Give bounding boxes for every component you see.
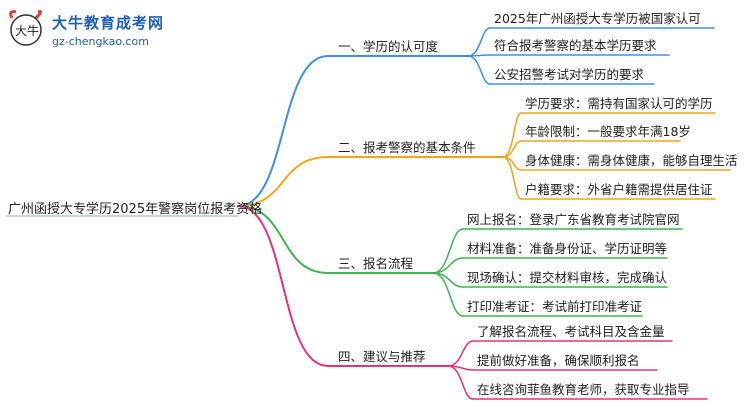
child-connector [432, 272, 464, 317]
child-item: 材料准备：准备身份证、学历证明等 [467, 241, 668, 256]
child-connector [432, 257, 464, 274]
child-connector [467, 55, 491, 85]
bull-logo-icon: 大牛 [9, 10, 43, 46]
child-item: 打印准考证：考试前打印准考证 [467, 299, 643, 314]
child-item: 网上报名：登录广东省教育考试院官网 [467, 212, 680, 227]
child-item: 户籍要求：外省户籍需提供居住证 [525, 182, 713, 197]
child-connector [502, 112, 522, 158]
child-item: 公安招警考试对学历的要求 [494, 67, 645, 82]
child-item: 符合报考警察的基本学历要求 [494, 38, 657, 53]
logo-title: 大牛教育成考网 [52, 14, 165, 32]
child-connector [447, 365, 474, 400]
child-item: 年龄限制：一般要求年满18岁 [525, 124, 691, 139]
branch-label: 一、学历的认可度 [338, 39, 439, 54]
child-item: 在线咨询菲鱼教育老师，获取专业指导 [477, 382, 690, 397]
child-connector [502, 156, 522, 200]
root-topic: 广州函授大专学历2025年警察岗位报考资格 [8, 202, 263, 217]
child-item: 提前做好准备，确保顺利报名 [477, 353, 640, 368]
branch-connector [237, 55, 329, 207]
branch-connector [237, 205, 329, 367]
branch-label: 二、报考警察的基本条件 [338, 140, 476, 155]
child-connector [432, 272, 464, 288]
child-item: 2025年广州函授大专学历被国家认可 [494, 11, 701, 26]
child-connector [502, 156, 522, 171]
branch-label: 四、建议与推荐 [338, 349, 426, 364]
logo-url: gz-chengkao.com [52, 35, 149, 48]
child-connector [467, 27, 491, 57]
branch-connector [237, 156, 329, 207]
child-connector [432, 228, 464, 274]
logo-mark: 大牛 [15, 23, 39, 38]
branch-label: 三、报名流程 [338, 256, 414, 271]
child-item: 学历要求：需持有国家认可的学历 [525, 96, 713, 111]
child-connector [447, 340, 474, 367]
branch-connector [237, 205, 329, 274]
child-item: 现场确认：提交材料审核，完成确认 [467, 270, 668, 285]
logo: 大牛 大牛教育成考网 gz-chengkao.com [6, 8, 196, 58]
child-item: 身体健康：需身体健康，能够自理生活 [525, 153, 738, 168]
child-item: 了解报名流程、考试科目及含金量 [477, 324, 665, 339]
